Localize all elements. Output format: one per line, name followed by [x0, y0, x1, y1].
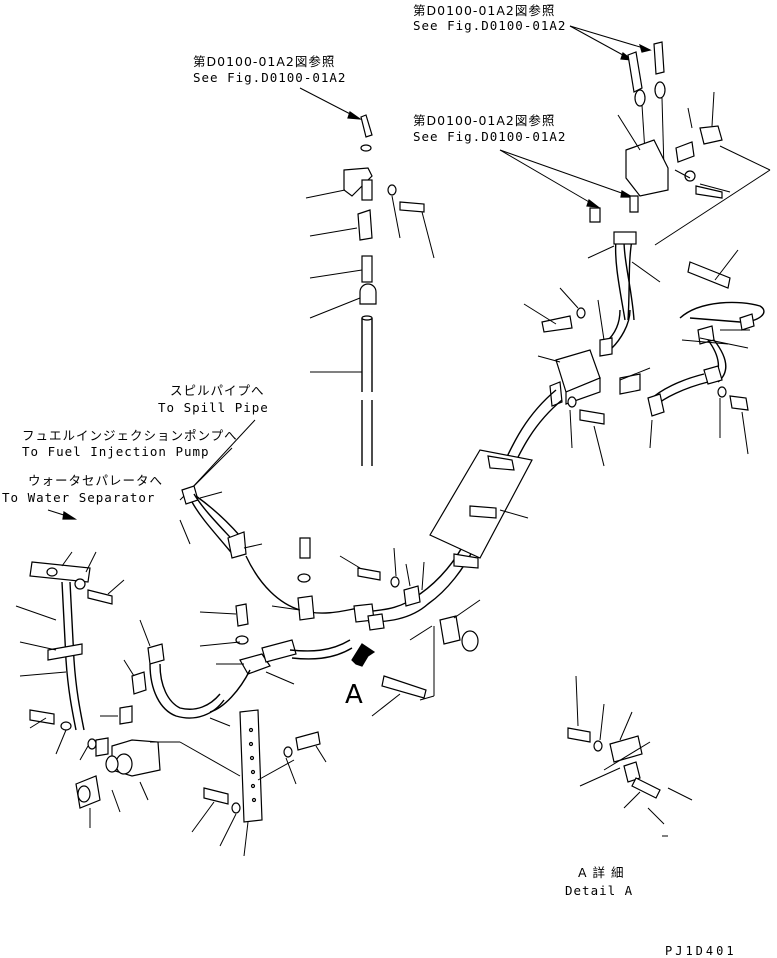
detail-a-label-jp: A 詳 細	[578, 865, 625, 880]
y-split-hose-top	[587, 195, 661, 349]
ref-label-middle-jp: 第D0100-01A2図参照	[413, 113, 555, 128]
bolt	[399, 201, 425, 213]
top-right-bracket-assembly	[617, 41, 771, 246]
ref-label-top-right-en: See Fig.D0100-01A2	[413, 18, 566, 33]
union-fitting	[357, 209, 373, 241]
spill-pipe-label-jp: スピルパイプへ	[170, 383, 265, 398]
right-side-hoses	[647, 249, 765, 455]
main-fuel-hose	[363, 389, 563, 623]
protective-cover	[429, 449, 533, 559]
detail-a	[567, 675, 693, 837]
ref-label-middle-en: See Fig.D0100-01A2	[413, 129, 566, 144]
center-left-bolts	[199, 603, 353, 713]
spill-pipe-label-en: To Spill Pipe	[158, 400, 269, 415]
center-bolts	[339, 547, 425, 631]
drawing-code: PJ1D401	[665, 944, 737, 958]
water-separator-label-jp: ウォータセパレータへ	[28, 473, 163, 488]
left-clamp-assembly	[15, 551, 125, 761]
detail-a-label-en: Detail A	[565, 883, 633, 898]
leader-lines-left	[305, 189, 435, 373]
spill-pipe-assembly	[343, 114, 425, 466]
fuel-pump-label-en: To Fuel Injection Pump	[22, 444, 210, 459]
hose-fitting-right	[687, 261, 731, 289]
ref-label-left-en: See Fig.D0100-01A2	[193, 70, 346, 85]
upper-bracket	[625, 139, 669, 197]
water-separator-label-en: To Water Separator	[2, 490, 155, 505]
view-a-arrow	[351, 643, 376, 667]
bracket-near-view-a	[371, 599, 481, 717]
fuel-pump-hoses	[179, 485, 359, 621]
ref-label-top-right-jp: 第D0100-01A2図参照	[413, 3, 555, 18]
fuel-pump-label-jp: フュエルインジェクションポンプへ	[22, 428, 238, 443]
reference-arrows	[47, 25, 652, 520]
center-clamp-block	[523, 287, 651, 467]
hose-clamp	[359, 283, 377, 305]
view-arrow-letter: A	[345, 680, 363, 710]
ref-label-left-jp: 第D0100-01A2図参照	[193, 54, 335, 69]
support-plate	[191, 709, 327, 857]
